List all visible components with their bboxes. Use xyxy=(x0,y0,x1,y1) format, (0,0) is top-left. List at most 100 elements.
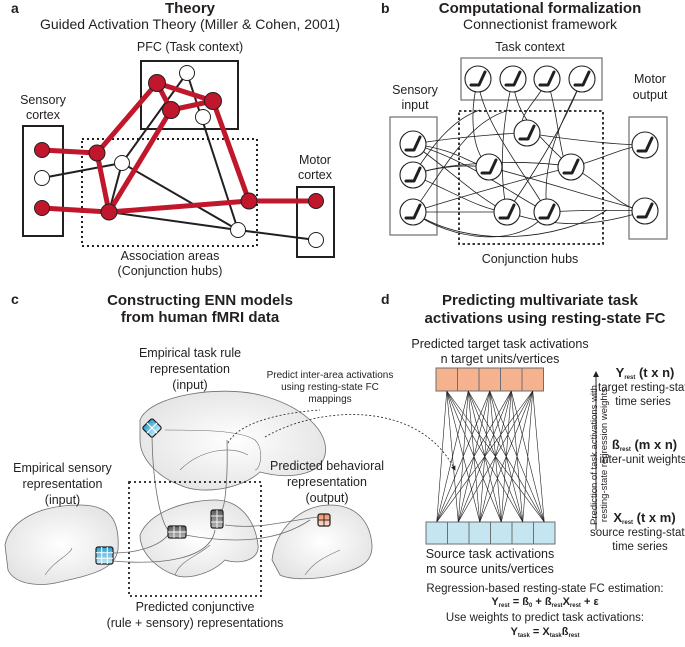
motor-cortex-label-1: Motor xyxy=(299,153,331,167)
source-label-1: Source task activations xyxy=(425,547,555,561)
panel-c-diagram xyxy=(4,390,456,597)
predict-arrow xyxy=(264,414,456,471)
panel-b-subtitle: Connectionist framework xyxy=(462,16,618,32)
motor-output-label-1: Motor xyxy=(634,72,666,86)
motor-cortex-label-2: cortex xyxy=(297,168,333,182)
hub-node-active xyxy=(240,192,258,210)
panel-d-title-1: Predicting multivariate task xyxy=(442,292,638,309)
panel-letter-b: b xyxy=(381,0,390,16)
conjunctive-box xyxy=(128,481,262,597)
behavioral-label-2: representation xyxy=(287,475,367,489)
sensory-input-label-1: Sensory xyxy=(392,83,438,97)
sigmoid-unit-icon xyxy=(398,129,428,159)
sensory-rep-label-2: representation xyxy=(22,477,103,491)
x-rest-label: Xrest (t x m) xyxy=(613,510,676,526)
weight-edge xyxy=(446,390,481,523)
brain-left xyxy=(4,504,119,585)
sensory-grid xyxy=(95,546,114,565)
sensory-node-active xyxy=(34,142,50,158)
brain-connections xyxy=(112,429,319,563)
panel-a-diagram xyxy=(22,60,335,258)
pfc-box xyxy=(140,60,239,130)
conjunction-hubs-label: Conjunction hubs xyxy=(481,252,579,266)
source-unit xyxy=(447,521,470,545)
panel-d-diagram xyxy=(425,367,599,545)
source-label-2: m source units/vertices xyxy=(426,562,554,576)
motor-output-label-2: output xyxy=(632,88,668,102)
target-label-1: Predicted target task activations xyxy=(411,337,589,351)
pfc-node-inactive xyxy=(195,109,211,125)
y-rest-label: Yrest (t x n) xyxy=(615,365,675,381)
pfc-node-active xyxy=(148,74,166,92)
b-rest-desc: inter-unit weights xyxy=(599,454,685,466)
x-rest-desc-2: time series xyxy=(612,541,668,553)
y-rest-desc-1: target resting-state xyxy=(598,382,685,394)
b-rest-label: ßrest (m x n) xyxy=(611,437,678,453)
sensory-cortex-label-2: cortex xyxy=(25,108,61,122)
sigmoid-unit-icon xyxy=(398,197,428,227)
target-unit xyxy=(478,367,501,392)
x-rest-desc-1: source resting-state xyxy=(590,527,685,539)
sigmoid-unit-icon xyxy=(556,152,586,182)
sigmoid-unit-icon xyxy=(474,152,504,182)
panel-letter-a: a xyxy=(11,0,19,16)
weight-edge xyxy=(436,390,448,523)
behavioral-label-1: Predicted behavioral xyxy=(270,459,384,473)
source-unit xyxy=(425,521,448,545)
conjunctive-label-2: (rule + sensory) representations xyxy=(106,616,284,630)
conjunctive-grid-vertical xyxy=(210,509,224,529)
sigmoid-unit-icon xyxy=(463,64,493,94)
panel-b-title: Computational formalization xyxy=(438,0,642,17)
target-unit xyxy=(500,367,523,392)
hub-node-inactive xyxy=(114,155,130,171)
weight-edge xyxy=(467,390,545,523)
panel-letter-c: c xyxy=(11,291,19,307)
panel-letter-d: d xyxy=(381,291,390,307)
panel-c-title-1: Constructing ENN models xyxy=(107,292,293,309)
hub-node-active xyxy=(100,203,118,221)
source-unit xyxy=(490,521,513,545)
regression-equation: Yrest = ß0 + ßrestXrest + ε xyxy=(491,596,599,609)
panel-b-diagram xyxy=(389,57,668,245)
target-label-2: n target units/vertices xyxy=(440,352,560,366)
weight-edge xyxy=(532,390,545,523)
brain-middle xyxy=(139,499,259,578)
hub-node-active xyxy=(88,144,106,162)
association-label-1: Association areas xyxy=(120,249,220,263)
weight-edge xyxy=(446,390,459,523)
target-unit xyxy=(457,367,480,392)
sensory-cortex-label-1: Sensory xyxy=(20,93,66,107)
sensory-rep-label-3: (input) xyxy=(44,493,81,507)
source-unit xyxy=(511,521,534,545)
brain-right xyxy=(271,504,373,580)
pfc-node-active xyxy=(204,92,222,110)
brain-top xyxy=(139,390,326,491)
sensory-node-active xyxy=(34,200,50,216)
weight-edge xyxy=(489,390,545,523)
sensory-input-box xyxy=(389,116,438,236)
pfc-label: PFC (Task context) xyxy=(136,40,244,54)
conjunctive-label-1: Predicted conjunctive xyxy=(135,600,255,614)
target-units-row xyxy=(435,367,544,392)
task-rule-label-1: Empirical task rule xyxy=(138,346,242,360)
source-unit xyxy=(468,521,491,545)
sigmoid-unit-icon xyxy=(567,64,597,94)
weight-edge xyxy=(510,390,545,523)
sigmoid-unit-icon xyxy=(630,130,660,160)
motor-output-box xyxy=(628,116,668,240)
inactive-connections xyxy=(41,72,317,241)
sigmoid-unit-icon xyxy=(512,118,542,148)
network-nodes xyxy=(34,65,324,248)
sensory-node-inactive xyxy=(34,170,50,186)
task-rule-label-2: representation xyxy=(150,362,230,376)
panel-a-subtitle: Guided Activation Theory (Miller & Cohen… xyxy=(39,16,341,32)
task-rule-grid xyxy=(142,418,162,438)
predict-label-3: mappings xyxy=(308,394,352,405)
weight-edge xyxy=(446,390,545,523)
sensory-cortex-box xyxy=(22,125,64,237)
regression-title: Regression-based resting-state FC estima… xyxy=(426,583,664,595)
panel-d-title-2: activations using resting-state FC xyxy=(424,310,666,327)
motor-node-inactive xyxy=(308,232,324,248)
panel-a-title: Theory xyxy=(164,0,215,17)
source-units-row xyxy=(425,521,556,545)
